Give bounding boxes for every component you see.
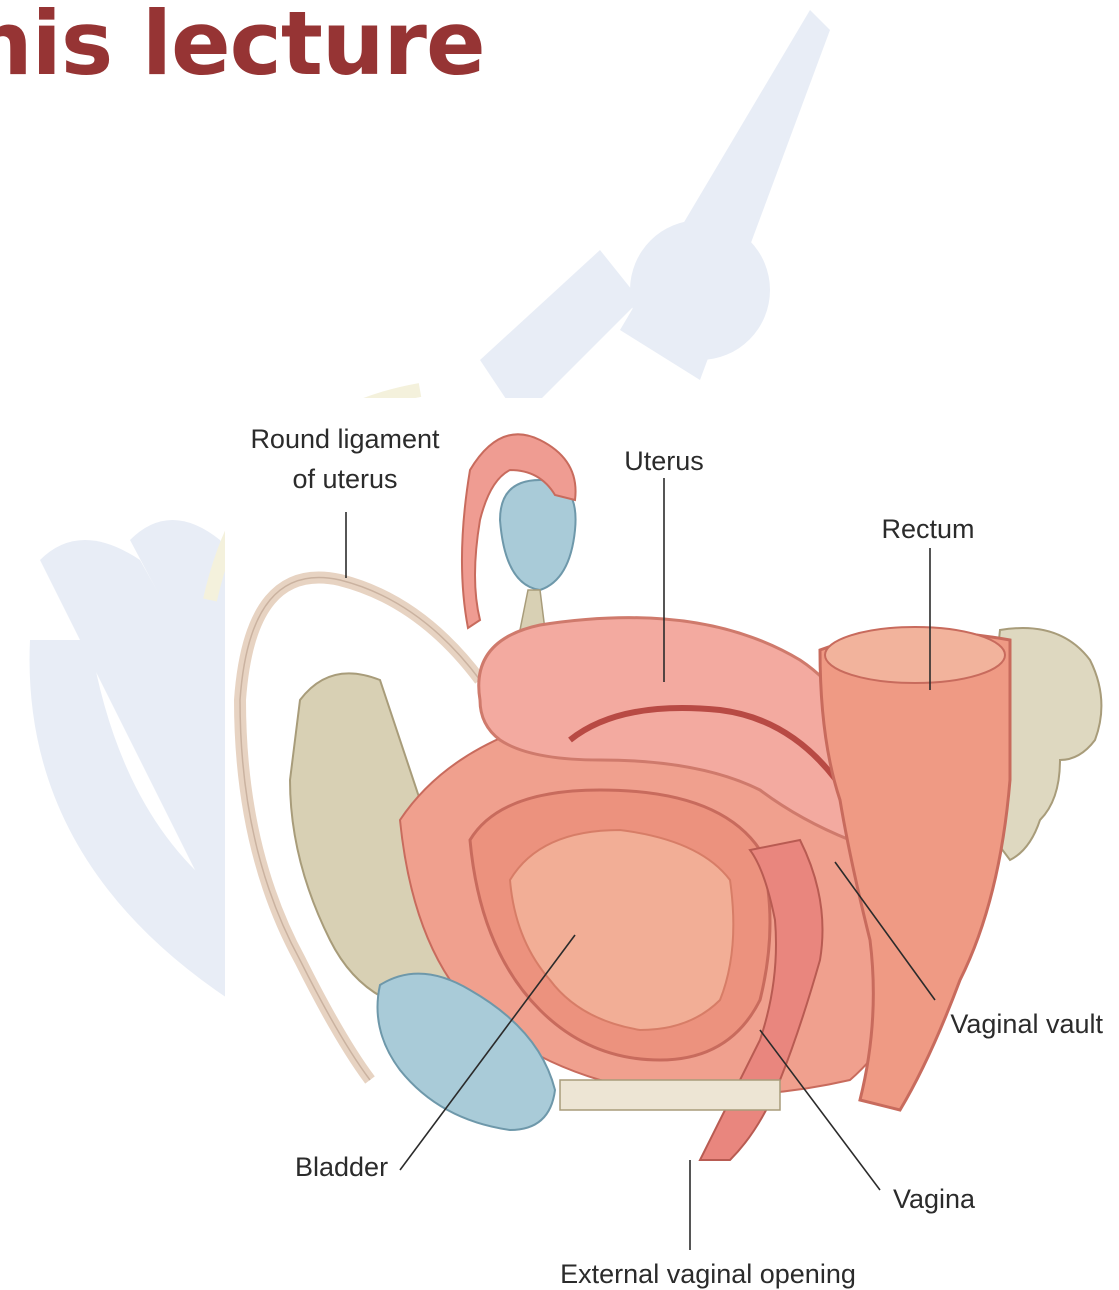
label-round-ligament-line1: Round ligament <box>250 424 440 454</box>
rectum-opening-shape <box>825 627 1005 683</box>
label-vaginal-vault: Vaginal vault <box>950 1009 1103 1039</box>
label-vagina: Vagina <box>893 1184 976 1214</box>
label-uterus: Uterus <box>624 446 704 476</box>
label-rectum: Rectum <box>881 514 974 544</box>
perineum-shape <box>560 1080 780 1110</box>
label-external-vaginal-opening: External vaginal opening <box>560 1259 856 1289</box>
label-bladder: Bladder <box>295 1152 388 1182</box>
label-round-ligament-line2: of uterus <box>292 464 397 494</box>
